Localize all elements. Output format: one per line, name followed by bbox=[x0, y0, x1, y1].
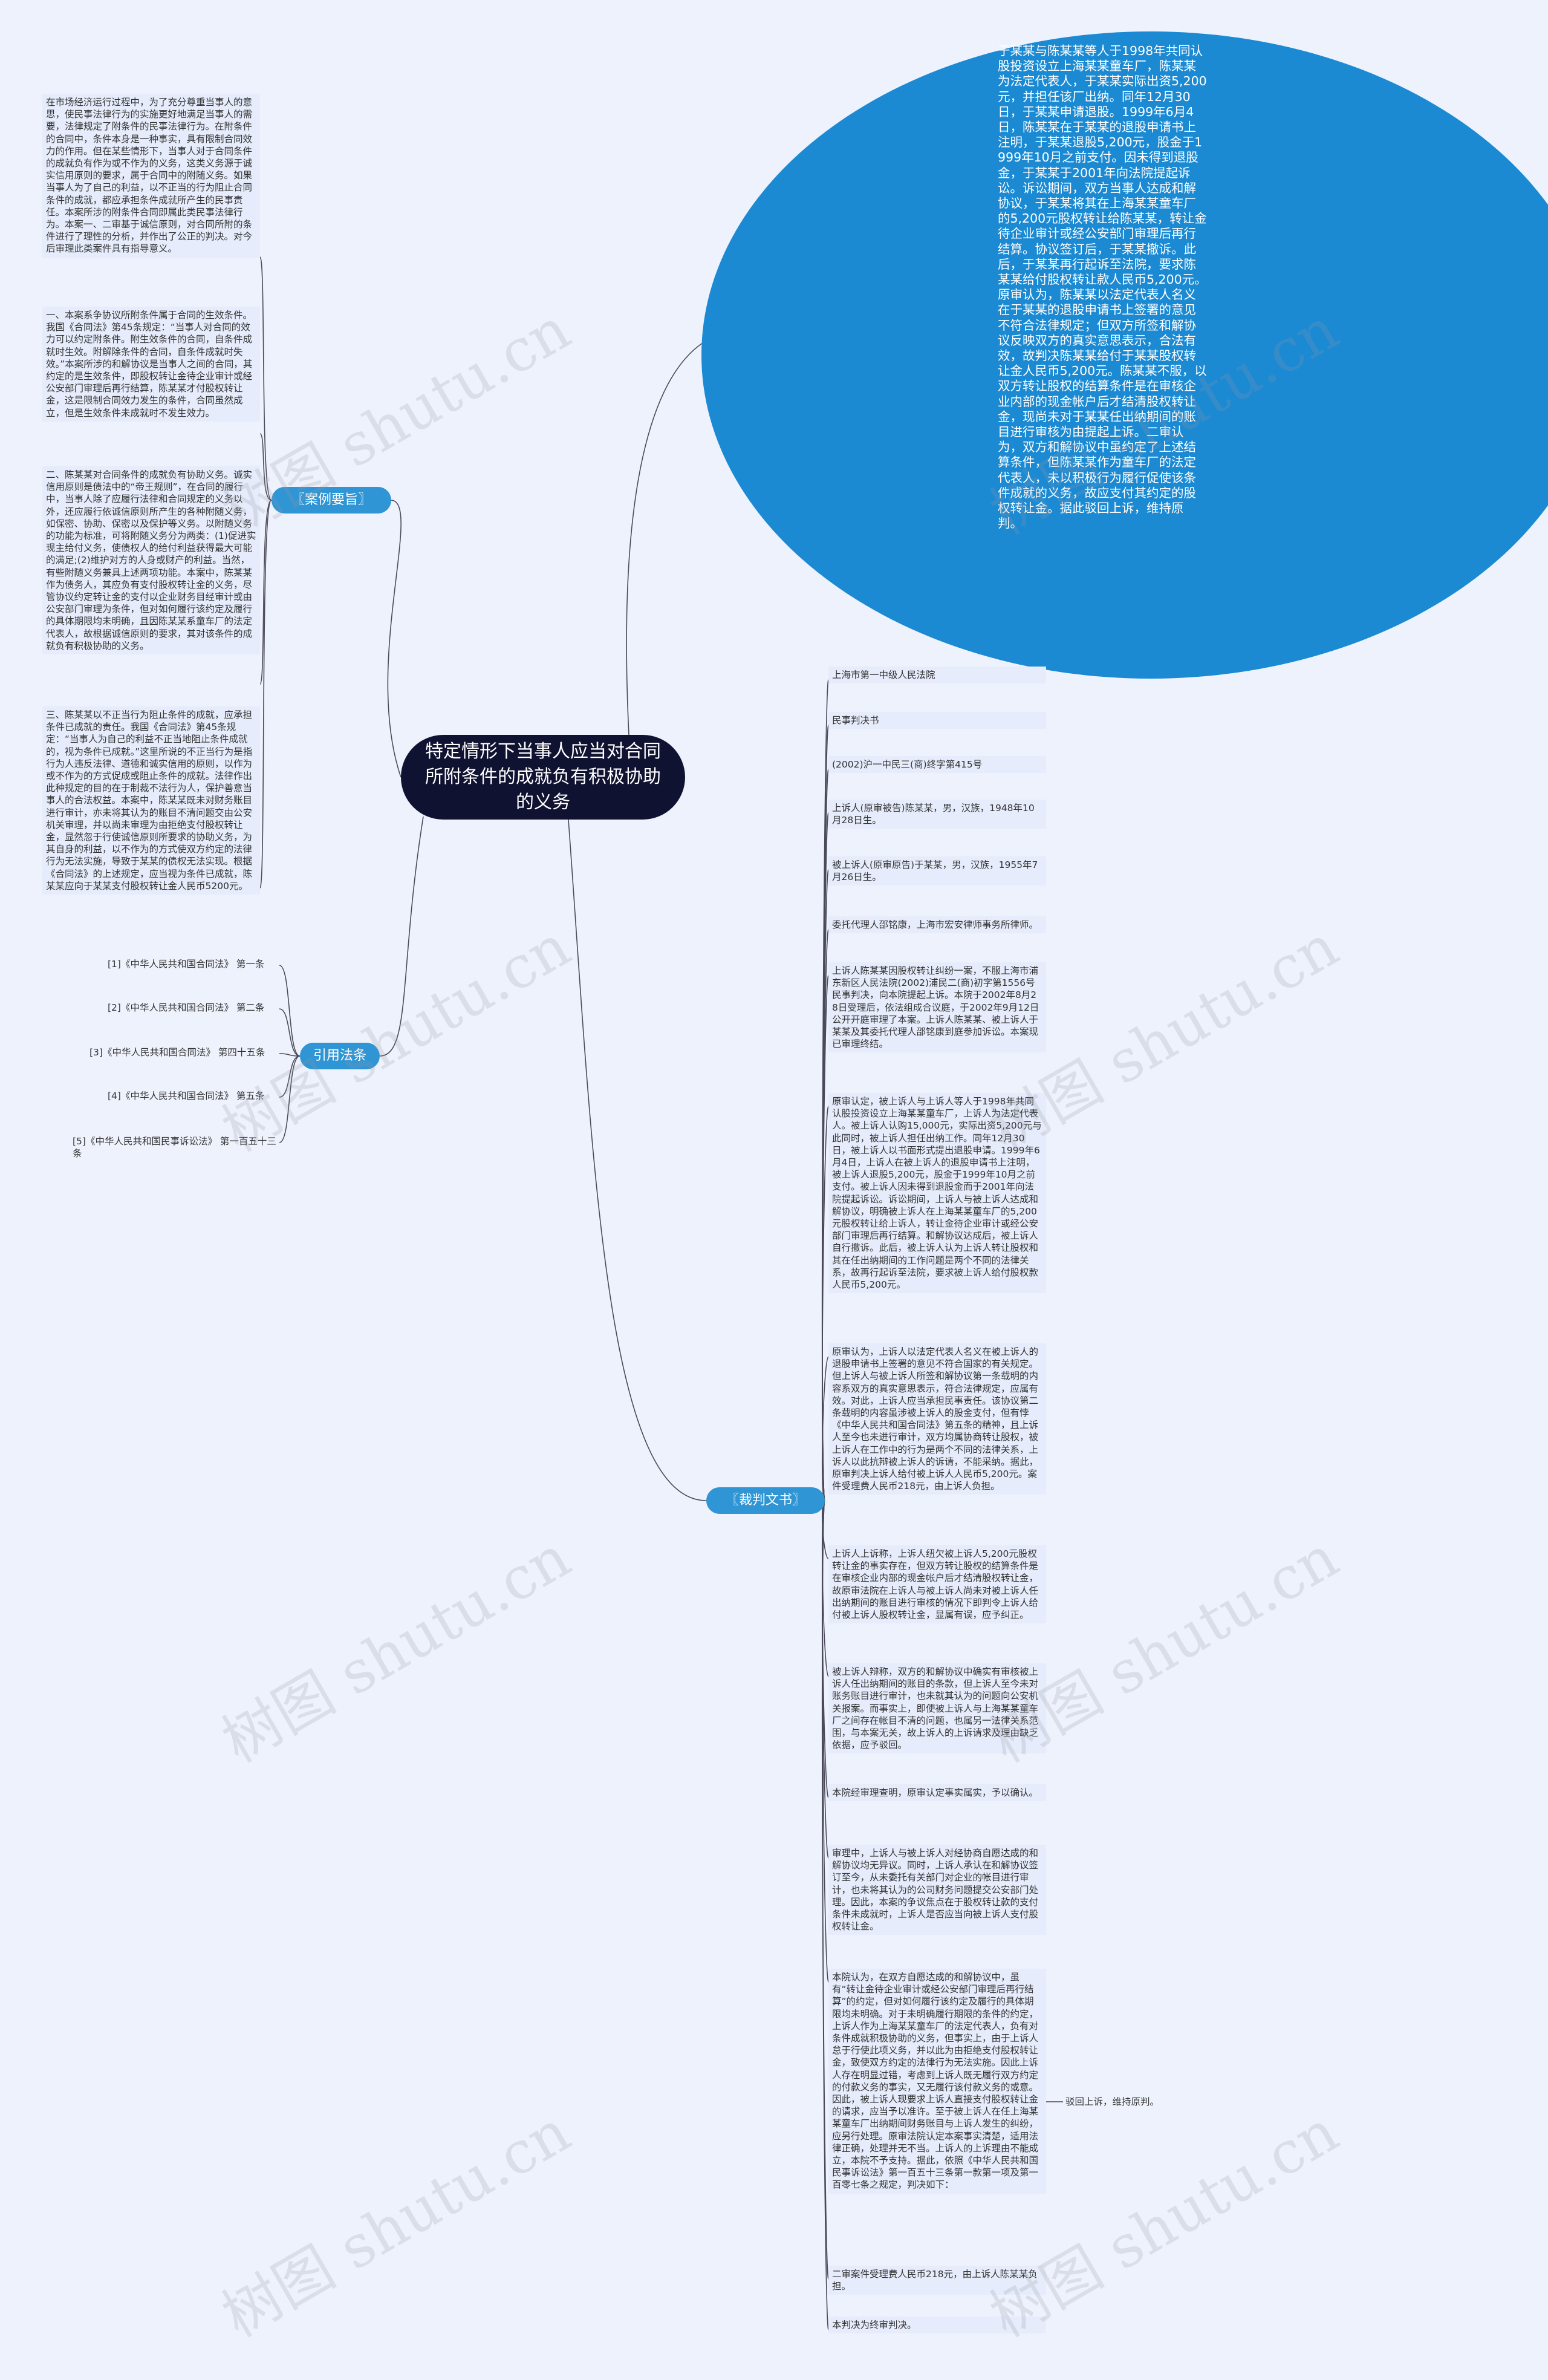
law-leaf: [3]《中华人民共和国合同法》 第四十五条 bbox=[89, 1047, 265, 1058]
branch-case-points[interactable]: 〖案例要旨〗 bbox=[272, 487, 391, 513]
link-law-3 bbox=[279, 1055, 301, 1098]
link-casepoint-1 bbox=[259, 433, 272, 501]
law-leaf: [1]《中华人民共和国合同法》 第一条 bbox=[108, 959, 265, 970]
judgment-leaf: 本判决为终审判决。 bbox=[828, 2316, 1046, 2334]
judgment-leaf: 上诉人上诉称，上诉人纽欠被上诉人5,200元股权转让金的事实存在，但双方转让股权… bbox=[828, 1545, 1046, 1624]
verdict-leaf: 驳回上诉，维持原判。 bbox=[1065, 2096, 1160, 2107]
judgment-leaf: 上海市第一中级人民法院 bbox=[828, 667, 1046, 684]
link-law-1 bbox=[279, 1008, 301, 1057]
link-law-2 bbox=[279, 1053, 301, 1057]
link-center-judgment bbox=[568, 819, 707, 1501]
summary-bubble bbox=[701, 31, 1548, 679]
judgment-leaf: 委托代理人邵铭康，上海市宏安律师事务所律师。 bbox=[828, 916, 1046, 934]
judgment-leaf: 二审案件受理费人民币218元，由上诉人陈某某负担。 bbox=[828, 2266, 1046, 2295]
link-center-casepoints bbox=[387, 500, 402, 778]
judgment-leaf: 审理中，上诉人与被上诉人对经协商自愿达成的和解协议均无异议。同时，上诉人承认在和… bbox=[828, 1845, 1046, 1935]
law-leaf: [4]《中华人民共和国合同法》 第五条 bbox=[108, 1091, 265, 1101]
judgment-leaf: 上诉人(原审被告)陈某某，男，汉族，1948年10月28日生。 bbox=[828, 800, 1046, 829]
central-topic[interactable]: 特定情形下当事人应当对合同所附条件的成就负有积极协助的义务 bbox=[401, 735, 685, 820]
case-point-leaf: 在市场经济运行过程中，为了充分尊重当事人的意思，使民事法律行为的实施更好地满足当… bbox=[42, 94, 260, 258]
judgment-leaf: 被上诉人辩称，双方的和解协议中确实有审核被上诉人任出纳期间的账目的条款，但上诉人… bbox=[828, 1663, 1046, 1754]
case-point-leaf: 一、本案系争协议所附条件属于合同的生效条件。我国《合同法》第45条规定：“当事人… bbox=[42, 307, 260, 422]
link-casepoint-2 bbox=[259, 500, 272, 685]
judgment-leaf: 原审认定，被上诉人与上诉人等人于1998年共同认股投资设立上海某某童车厂，上诉人… bbox=[828, 1093, 1046, 1294]
link-law-4 bbox=[279, 1055, 301, 1143]
link-law-0 bbox=[279, 965, 301, 1057]
judgment-leaf: (2002)沪一中民三(商)终字第415号 bbox=[828, 756, 1046, 774]
link-center-laws bbox=[379, 816, 424, 1057]
link-judgment-15 bbox=[821, 1500, 829, 2330]
branch-cited-laws[interactable]: 引用法条 bbox=[300, 1043, 380, 1069]
judgment-leaf: 上诉人陈某某因股权转让纠纷一案，不服上海市浦东新区人民法院(2002)浦民二(商… bbox=[828, 962, 1046, 1053]
case-point-leaf: 二、陈某某对合同条件的成就负有协助义务。诚实信用原则是债法中的“帝王规则”，在合… bbox=[42, 466, 260, 655]
link-casepoint-0 bbox=[259, 256, 272, 501]
judgment-leaf: 被上诉人(原审原告)于某某，男，汉族，1955年7月26日生。 bbox=[828, 856, 1046, 886]
link-casepoint-3 bbox=[259, 500, 272, 888]
law-leaf: [5]《中华人民共和国民事诉讼法》 第一百五十三条 bbox=[73, 1136, 276, 1159]
judgment-leaf: 民事判决书 bbox=[828, 712, 1046, 729]
judgment-leaf: 本院认为，在双方自愿达成的和解协议中，虽有“转让金待企业审计或经公安部门审理后再… bbox=[828, 1969, 1046, 2194]
link-judgment-7 bbox=[821, 1106, 829, 1501]
branch-judgment[interactable]: 〖裁判文书〗 bbox=[706, 1487, 825, 1514]
judgment-leaf: 原审认为，上诉人以法定代表人名义在被上诉人的退股申请书上签署的意见不符合国家的有… bbox=[828, 1343, 1046, 1495]
central-topic-title: 特定情形下当事人应当对合同所附条件的成就负有积极协助的义务 bbox=[425, 741, 661, 813]
case-point-leaf: 三、陈某某以不正当行为阻止条件的成就，应承担条件已成就的责任。我国《合同法》第4… bbox=[42, 706, 260, 895]
judgment-leaf: 本院经审理查明，原审认定事实属实，予以确认。 bbox=[828, 1784, 1046, 1802]
law-leaf: [2]《中华人民共和国合同法》 第二条 bbox=[108, 1002, 265, 1013]
link-center-summary bbox=[626, 341, 705, 735]
summary-bubble-text: 于某某与陈某某等人于1998年共同认股投资设立上海某某童车厂，陈某某为法定代表人… bbox=[998, 44, 1207, 531]
